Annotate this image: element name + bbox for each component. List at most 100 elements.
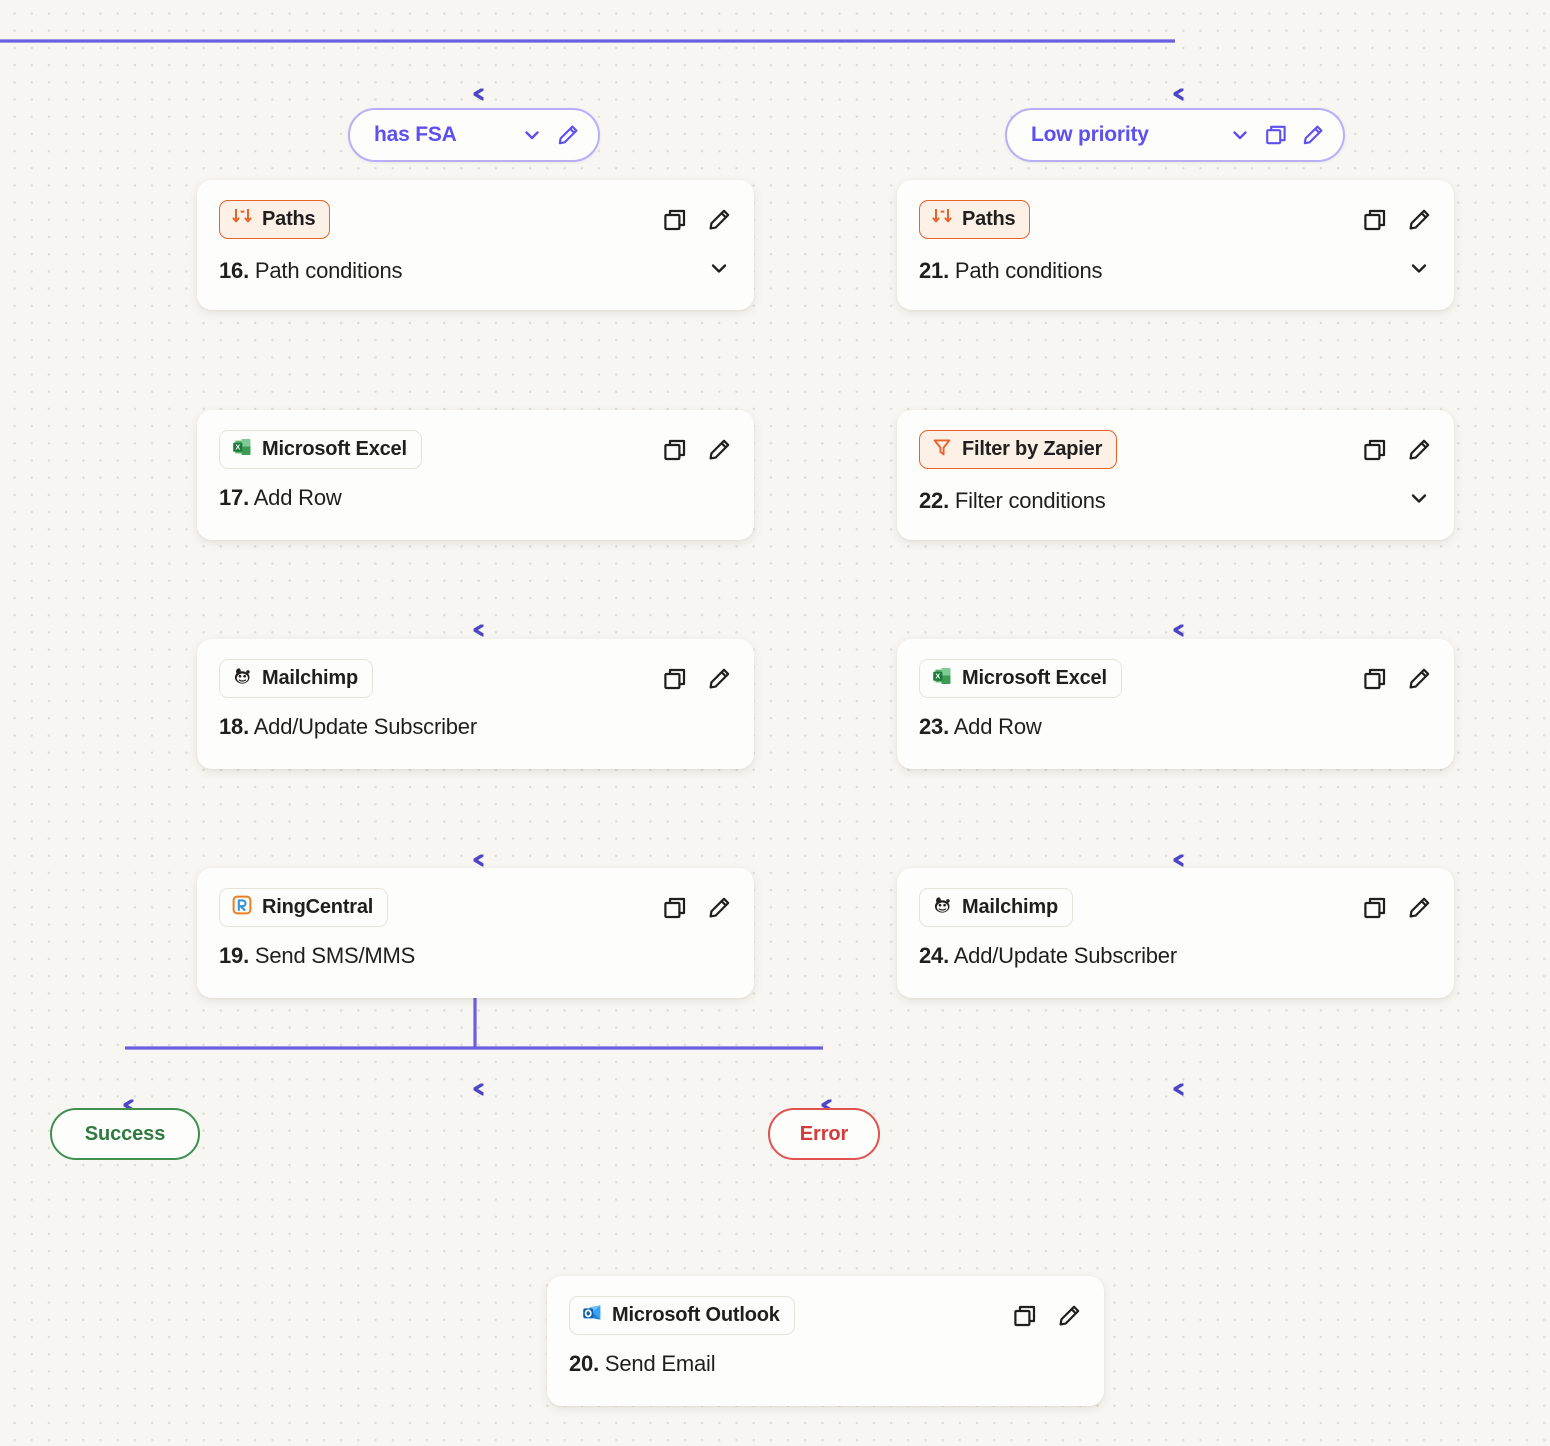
terminal-error[interactable]: Error bbox=[768, 1108, 880, 1160]
app-badge-mailchimp[interactable]: Mailchimp bbox=[219, 659, 373, 698]
step-card-22[interactable]: Filter by Zapier 22. bbox=[897, 410, 1454, 540]
step-title: 24. Add/Update Subscriber bbox=[919, 943, 1177, 969]
step-action: Add Row bbox=[253, 485, 342, 510]
pencil-icon[interactable] bbox=[706, 666, 732, 692]
card-body: 19. Send SMS/MMS bbox=[219, 943, 732, 969]
step-title: 22. Filter conditions bbox=[919, 488, 1106, 514]
app-name: Mailchimp bbox=[962, 896, 1058, 918]
step-action: Send SMS/MMS bbox=[254, 943, 416, 968]
chevron-down-icon[interactable] bbox=[1406, 255, 1432, 286]
step-title: 21. Path conditions bbox=[919, 257, 1103, 284]
duplicate-icon[interactable] bbox=[662, 666, 688, 692]
app-name: Microsoft Excel bbox=[962, 667, 1107, 689]
duplicate-icon[interactable] bbox=[662, 895, 688, 921]
paths-icon bbox=[931, 206, 953, 233]
pencil-icon[interactable] bbox=[1406, 895, 1432, 921]
app-name: Microsoft Outlook bbox=[612, 1304, 780, 1326]
step-action: Add/Update Subscriber bbox=[253, 714, 477, 739]
card-header: Mailchimp bbox=[219, 659, 732, 698]
card-body: 21. Path conditions bbox=[919, 255, 1432, 286]
svg-text:X: X bbox=[235, 443, 240, 452]
app-badge-microsoft-outlook[interactable]: Microsoft Outlook bbox=[569, 1296, 795, 1335]
card-actions bbox=[662, 895, 732, 921]
duplicate-icon[interactable] bbox=[1012, 1303, 1038, 1329]
pencil-icon[interactable] bbox=[1406, 437, 1432, 463]
pencil-icon[interactable] bbox=[706, 437, 732, 463]
pencil-icon[interactable] bbox=[556, 123, 580, 147]
chevron-down-icon[interactable] bbox=[521, 124, 543, 146]
pencil-icon[interactable] bbox=[1406, 666, 1432, 692]
step-card-24[interactable]: Mailchimp 24. bbox=[897, 868, 1454, 998]
step-card-18[interactable]: Mailchimp 18. bbox=[197, 639, 754, 769]
branch-label: has FSA bbox=[374, 123, 457, 146]
step-number: 18. bbox=[219, 714, 249, 739]
card-body: 18. Add/Update Subscriber bbox=[219, 714, 732, 740]
mailchimp-icon bbox=[931, 894, 953, 921]
duplicate-icon[interactable] bbox=[1362, 895, 1388, 921]
duplicate-icon[interactable] bbox=[1362, 666, 1388, 692]
card-body: 22. Filter conditions bbox=[919, 485, 1432, 516]
app-name: Filter by Zapier bbox=[962, 438, 1103, 460]
step-number: 21. bbox=[919, 257, 949, 283]
pencil-icon[interactable] bbox=[706, 207, 732, 233]
terminal-success[interactable]: Success bbox=[50, 1108, 200, 1160]
step-action: Path conditions bbox=[954, 257, 1103, 283]
filter-icon bbox=[931, 436, 953, 463]
step-number: 22. bbox=[919, 487, 949, 513]
step-card-19[interactable]: RingCentral 19. bbox=[197, 868, 754, 998]
step-title: 19. Send SMS/MMS bbox=[219, 943, 415, 969]
pencil-icon[interactable] bbox=[1301, 123, 1325, 147]
duplicate-icon[interactable] bbox=[1264, 123, 1288, 147]
chevron-down-icon[interactable] bbox=[1229, 124, 1251, 146]
excel-icon: X bbox=[931, 665, 953, 692]
card-header: Mailchimp bbox=[919, 888, 1432, 927]
step-title: 17. Add Row bbox=[219, 485, 342, 511]
card-header: X Microsoft Excel bbox=[919, 659, 1432, 698]
app-name: Mailchimp bbox=[262, 667, 358, 689]
app-name: RingCentral bbox=[262, 896, 374, 918]
step-action: Add Row bbox=[953, 714, 1042, 739]
card-actions bbox=[1012, 1303, 1082, 1329]
card-header: Microsoft Outlook bbox=[569, 1296, 1082, 1335]
card-actions bbox=[662, 437, 732, 463]
step-number: 23. bbox=[919, 714, 949, 739]
card-header: RingCentral bbox=[219, 888, 732, 927]
step-card-23[interactable]: X Microsoft Excel bbox=[897, 639, 1454, 769]
step-number: 16. bbox=[219, 257, 249, 283]
chevron-down-icon[interactable] bbox=[706, 255, 732, 286]
step-action: Send Email bbox=[604, 1351, 716, 1376]
branch-pill-has-fsa[interactable]: has FSA bbox=[348, 108, 600, 162]
card-actions bbox=[662, 207, 732, 233]
step-number: 17. bbox=[219, 485, 249, 510]
app-badge-microsoft-excel[interactable]: X Microsoft Excel bbox=[219, 430, 422, 469]
step-card-16[interactable]: Paths 16. Path bbox=[197, 180, 754, 310]
step-card-17[interactable]: X Microsoft Excel bbox=[197, 410, 754, 540]
chevron-down-icon[interactable] bbox=[1406, 485, 1432, 516]
branch-pill-low-priority[interactable]: Low priority bbox=[1005, 108, 1345, 162]
ringcentral-icon bbox=[231, 894, 253, 921]
pencil-icon[interactable] bbox=[1406, 207, 1432, 233]
app-badge-filter-by-zapier[interactable]: Filter by Zapier bbox=[919, 430, 1118, 469]
step-card-20[interactable]: Microsoft Outlook 20. bbox=[547, 1276, 1104, 1406]
card-body: 24. Add/Update Subscriber bbox=[919, 943, 1432, 969]
svg-text:X: X bbox=[935, 672, 940, 681]
app-name: Paths bbox=[262, 208, 316, 230]
duplicate-icon[interactable] bbox=[1362, 207, 1388, 233]
app-badge-microsoft-excel[interactable]: X Microsoft Excel bbox=[919, 659, 1122, 698]
duplicate-icon[interactable] bbox=[662, 437, 688, 463]
duplicate-icon[interactable] bbox=[662, 207, 688, 233]
app-badge-mailchimp[interactable]: Mailchimp bbox=[919, 888, 1073, 927]
step-card-21[interactable]: Paths 21. Path bbox=[897, 180, 1454, 310]
app-badge-paths[interactable]: Paths bbox=[919, 200, 1031, 239]
step-number: 19. bbox=[219, 943, 249, 968]
app-badge-ringcentral[interactable]: RingCentral bbox=[219, 888, 389, 927]
step-action: Filter conditions bbox=[954, 487, 1106, 513]
card-actions bbox=[1362, 437, 1432, 463]
pencil-icon[interactable] bbox=[1056, 1303, 1082, 1329]
duplicate-icon[interactable] bbox=[1362, 437, 1388, 463]
card-header: Paths bbox=[919, 200, 1432, 239]
app-name: Paths bbox=[962, 208, 1016, 230]
pencil-icon[interactable] bbox=[706, 895, 732, 921]
paths-icon bbox=[231, 206, 253, 233]
app-badge-paths[interactable]: Paths bbox=[219, 200, 331, 239]
